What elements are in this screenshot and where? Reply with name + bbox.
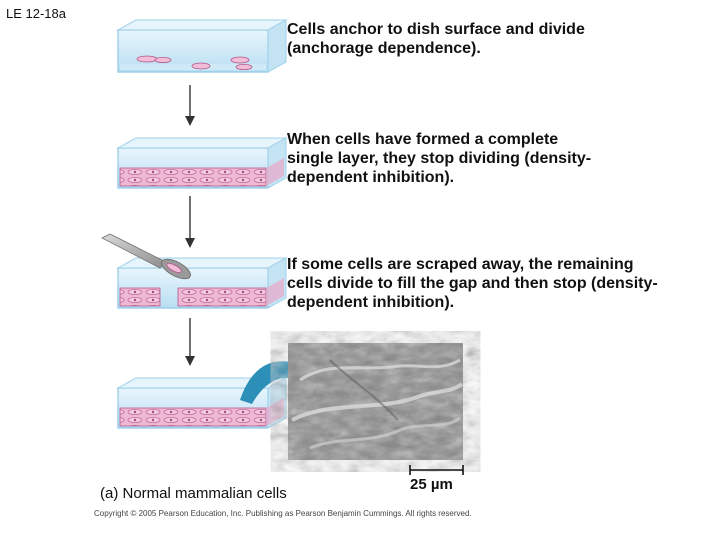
- scraper-tool: [101, 233, 191, 280]
- dish-4: [116, 377, 288, 429]
- scale-bar: [409, 465, 464, 475]
- caption-scraped-cells: If some cells are scraped away, the rema…: [287, 256, 658, 311]
- figure-label: LE 12-18a: [6, 6, 66, 21]
- dish-2: [116, 137, 288, 189]
- arrow-2-head: [185, 238, 195, 248]
- arrow-3-head: [185, 356, 195, 366]
- dish-3: [101, 233, 288, 309]
- micrograph: [288, 343, 464, 460]
- arrow-1-head: [185, 116, 195, 126]
- anchored-cells: [136, 55, 253, 71]
- caption-density-inhibition: When cells have formed a complete single…: [287, 131, 592, 186]
- cell-monolayer: [119, 167, 267, 187]
- scale-bar-label: 25 µm: [410, 476, 453, 493]
- dish-1: [116, 19, 288, 73]
- part-label: (a) Normal mammalian cells: [100, 485, 287, 502]
- caption-anchorage-dependence: Cells anchor to dish surface and divide …: [287, 21, 585, 57]
- copyright-notice: Copyright © 2005 Pearson Education, Inc.…: [94, 509, 472, 518]
